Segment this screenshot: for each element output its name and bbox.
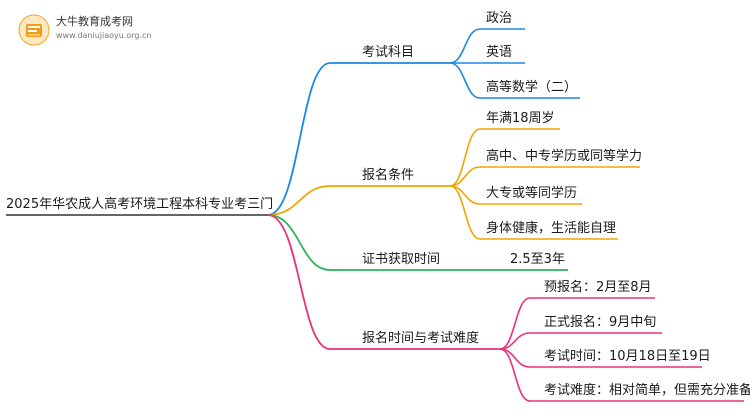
leaf-age: 年满18周岁 xyxy=(486,111,555,126)
branch-connector-schedule xyxy=(267,214,331,350)
leaf-health: 身体健康，生活能自理 xyxy=(486,221,617,236)
leaf-difficulty: 考试难度：相对简单，但需充分准备 xyxy=(544,383,750,398)
branch-connector-exam-subjects xyxy=(267,62,331,216)
branch-label-schedule: 报名时间与考试难度 xyxy=(362,331,480,346)
leaf-connector-age xyxy=(449,128,481,187)
leaf-connector-math xyxy=(449,62,481,99)
leaf-connector-highschool xyxy=(449,166,481,187)
leaf-reg: 正式报名：9月中旬 xyxy=(544,315,657,330)
branch-label-exam-subjects: 考试科目 xyxy=(362,45,415,60)
branch-label-certificate: 证书获取时间 xyxy=(362,252,441,267)
branch-connector-requirements xyxy=(267,185,331,216)
leaf-certificate-time: 2.5至3年 xyxy=(510,252,565,267)
leaf-english: 英语 xyxy=(486,45,513,60)
branch-label-requirements: 报名条件 xyxy=(362,168,415,183)
leaf-connector-prereg xyxy=(499,297,531,350)
leaf-highschool: 高中、中专学历或同等学力 xyxy=(486,149,643,164)
leaf-math: 高等数学（二） xyxy=(486,80,578,95)
branch-connector-certificate xyxy=(267,214,331,271)
logo-title: 大牛教育成考网 xyxy=(56,15,133,28)
leaf-connector-politics xyxy=(449,28,481,64)
leaf-politics: 政治 xyxy=(486,11,513,26)
leaf-connector-difficulty xyxy=(499,348,531,402)
book-logo-icon xyxy=(18,14,50,46)
leaf-connector-health xyxy=(449,185,481,240)
leaf-college: 大专或等同学历 xyxy=(486,186,578,201)
root-topic: 2025年华农成人高考环境工程本科专业考三门 xyxy=(6,197,274,212)
leaf-prereg: 预报名：2月至8月 xyxy=(544,280,652,295)
logo-url: www.daniujiaoyu.org.cn xyxy=(56,31,152,40)
leaf-examtime: 考试时间：10月18日至19日 xyxy=(544,349,711,364)
